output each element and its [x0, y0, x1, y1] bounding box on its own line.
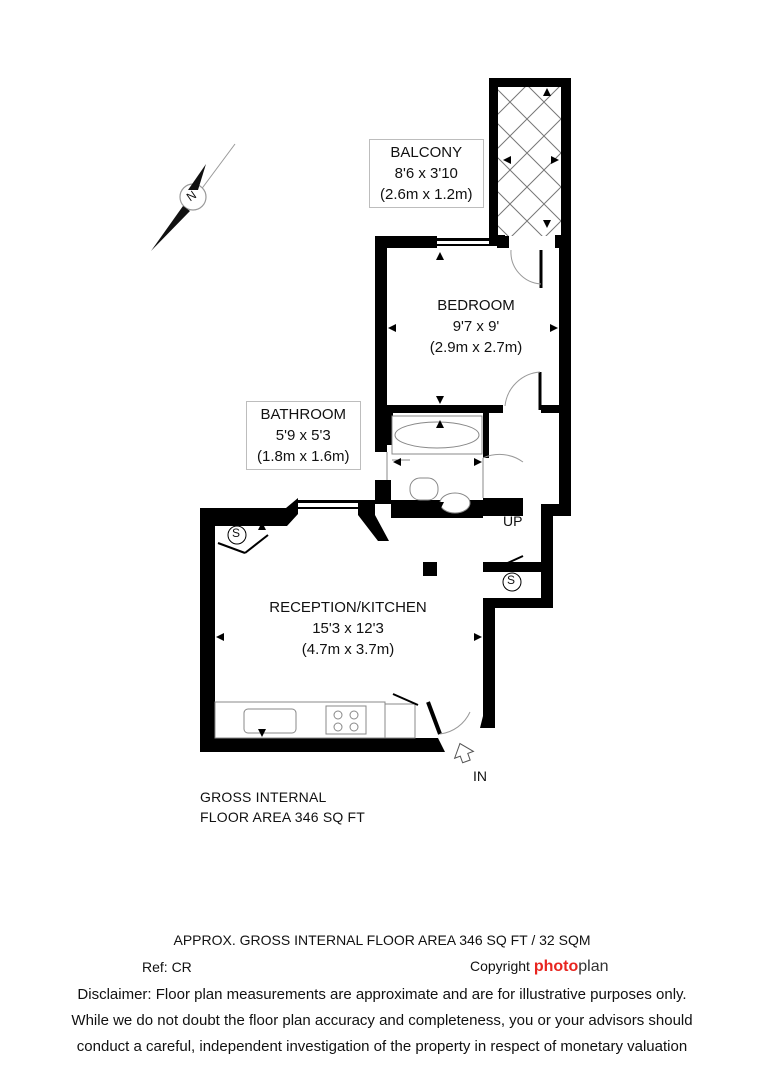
- bedroom-metric: (2.9m x 2.7m): [429, 339, 523, 356]
- entrance-label: IN: [473, 768, 487, 784]
- floor-plan: [151, 78, 571, 764]
- bathroom-label: BATHROOM 5'9 x 5'3 (1.8m x 1.6m): [246, 401, 361, 470]
- dimension-arrows: [216, 88, 559, 737]
- disclaimer-line-2: While we do not doubt the floor plan acc…: [71, 1012, 693, 1029]
- entrance-arrow-icon: [453, 742, 475, 764]
- brand-logo-light: plan: [578, 958, 609, 975]
- bedroom-walls: [375, 236, 571, 514]
- compass-icon: [151, 143, 236, 251]
- balcony-area: [489, 78, 571, 244]
- balcony-metric: (2.6m x 1.2m): [380, 186, 473, 203]
- disclaimer-line-3: conduct a careful, independent investiga…: [76, 1038, 688, 1055]
- reception-imperial: 15'3 x 12'3: [312, 620, 384, 637]
- balcony-name: BALCONY: [390, 144, 463, 161]
- gross-area-note: GROSS INTERNAL FLOOR AREA 346 SQ FT: [200, 787, 365, 827]
- bathroom-name: BATHROOM: [260, 406, 347, 423]
- storage-marker-hall: [502, 572, 522, 592]
- disclaimer: Disclaimer: Floor plan measurements are …: [0, 982, 764, 1060]
- reception-walls: [200, 498, 553, 752]
- bathroom-metric: (1.8m x 1.6m): [257, 448, 350, 465]
- bedroom-name: BEDROOM: [437, 297, 515, 314]
- gross-line-1: GROSS INTERNAL: [200, 789, 327, 805]
- approx-area-text: APPROX. GROSS INTERNAL FLOOR AREA 346 SQ…: [173, 932, 591, 948]
- bedroom-label: BEDROOM 9'7 x 9' (2.9m x 2.7m): [414, 295, 538, 358]
- reception-name: RECEPTION/KITCHEN: [269, 599, 427, 616]
- reception-label: RECEPTION/KITCHEN 15'3 x 12'3 (4.7m x 3.…: [248, 597, 448, 660]
- brand-logo-bold: photo: [533, 958, 579, 975]
- reference-text: Ref: CR: [142, 959, 192, 975]
- bathroom-walls: [375, 409, 571, 518]
- bathroom-imperial: 5'9 x 5'3: [275, 427, 331, 444]
- storage-marker-reception: [227, 525, 247, 545]
- copyright-text: Copyright: [470, 958, 530, 974]
- reception-metric: (4.7m x 3.7m): [301, 641, 395, 658]
- balcony-imperial: 8'6 x 3'10: [394, 165, 458, 182]
- gross-line-2: FLOOR AREA 346 SQ FT: [200, 809, 366, 825]
- disclaimer-line-1: Disclaimer: Floor plan measurements are …: [77, 986, 687, 1003]
- copyright-notice: Copyright photoplan: [470, 958, 608, 976]
- stairs-up-label: UP: [503, 513, 523, 529]
- balcony-label: BALCONY 8'6 x 3'10 (2.6m x 1.2m): [369, 139, 484, 208]
- stairs-up-icon: [509, 505, 521, 513]
- storage-label-hall: S: [507, 573, 516, 587]
- bedroom-imperial: 9'7 x 9': [452, 318, 500, 335]
- storage-label-reception: S: [232, 526, 241, 540]
